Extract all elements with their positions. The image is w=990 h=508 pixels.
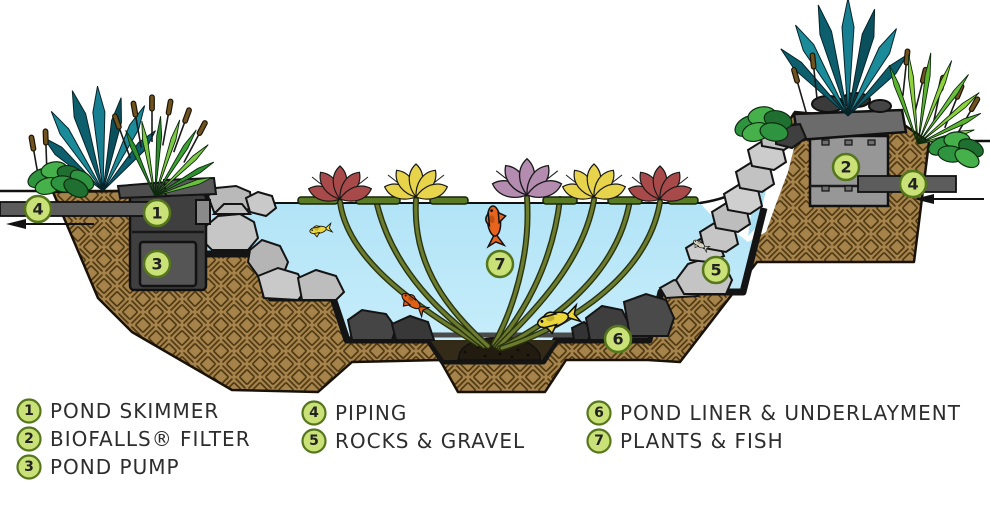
svg-text:4: 4 bbox=[907, 175, 918, 194]
pipe-left bbox=[0, 201, 149, 217]
flow-arrow-right bbox=[914, 194, 984, 204]
lily-flower-yellow bbox=[383, 163, 449, 200]
hosta-plant bbox=[928, 131, 984, 169]
flow-arrow-left bbox=[6, 219, 94, 229]
svg-text:3: 3 bbox=[24, 459, 34, 475]
callout-plants-fish: 7 bbox=[485, 249, 515, 279]
plants-left-bank bbox=[27, 86, 215, 198]
lily-stems bbox=[337, 195, 663, 351]
hosta-plant bbox=[734, 106, 793, 143]
legend-label: POND PUMP bbox=[50, 455, 180, 479]
legend-item: 3 POND PUMP bbox=[16, 454, 180, 480]
callout-pond-pump: 3 bbox=[142, 249, 172, 279]
svg-text:6: 6 bbox=[594, 405, 604, 421]
legend-label: PLANTS & FISH bbox=[620, 429, 784, 453]
svg-text:3: 3 bbox=[151, 255, 162, 274]
legend-item: 6 POND LINER & UNDERLAYMENT bbox=[586, 400, 961, 426]
legend-label: POND SKIMMER bbox=[50, 399, 219, 423]
svg-text:7: 7 bbox=[494, 255, 505, 274]
svg-text:4: 4 bbox=[32, 200, 43, 219]
svg-text:5: 5 bbox=[309, 433, 319, 449]
svg-text:6: 6 bbox=[612, 330, 623, 349]
svg-text:2: 2 bbox=[24, 431, 34, 447]
callout-piping-right: 4 bbox=[898, 169, 928, 199]
legend: 1 POND SKIMMER 2 BIOFALLS® FILTER 3 POND… bbox=[16, 398, 961, 480]
svg-text:2: 2 bbox=[840, 158, 851, 177]
water-lilies bbox=[297, 157, 699, 351]
legend-label: BIOFALLS® FILTER bbox=[50, 427, 251, 451]
lily-flower-red bbox=[307, 165, 373, 202]
legend-item: 4 PIPING bbox=[301, 400, 407, 426]
iris-plant bbox=[780, 0, 908, 117]
legend-item: 7 PLANTS & FISH bbox=[586, 428, 784, 454]
callout-rocks-gravel: 5 bbox=[701, 255, 731, 285]
svg-text:5: 5 bbox=[710, 261, 721, 280]
lily-flower-red bbox=[627, 165, 693, 202]
hosta-plant bbox=[27, 161, 95, 198]
legend-label: POND LINER & UNDERLAYMENT bbox=[620, 401, 961, 425]
lily-flower-yellow bbox=[561, 163, 627, 200]
legend-item: 2 BIOFALLS® FILTER bbox=[16, 426, 251, 452]
plants-right-mound bbox=[734, 0, 984, 169]
callout-pond-liner: 6 bbox=[603, 324, 633, 354]
fern-plant bbox=[125, 116, 215, 197]
lily-flower-mauve bbox=[491, 157, 563, 198]
svg-text:1: 1 bbox=[151, 204, 162, 223]
callout-piping-left: 4 bbox=[23, 194, 53, 224]
svg-text:4: 4 bbox=[309, 405, 319, 421]
lid-stone bbox=[868, 99, 892, 113]
fern-plant bbox=[888, 52, 982, 145]
callout-biofalls: 2 bbox=[831, 152, 861, 182]
svg-text:1: 1 bbox=[24, 403, 34, 419]
legend-item: 1 POND SKIMMER bbox=[16, 398, 219, 424]
svg-text:7: 7 bbox=[594, 433, 604, 449]
legend-item: 5 ROCKS & GRAVEL bbox=[301, 428, 525, 454]
legend-label: ROCKS & GRAVEL bbox=[335, 429, 525, 453]
callout-pond-skimmer: 1 bbox=[142, 198, 172, 228]
legend-label: PIPING bbox=[335, 401, 407, 425]
skimmer-weir bbox=[195, 199, 211, 225]
